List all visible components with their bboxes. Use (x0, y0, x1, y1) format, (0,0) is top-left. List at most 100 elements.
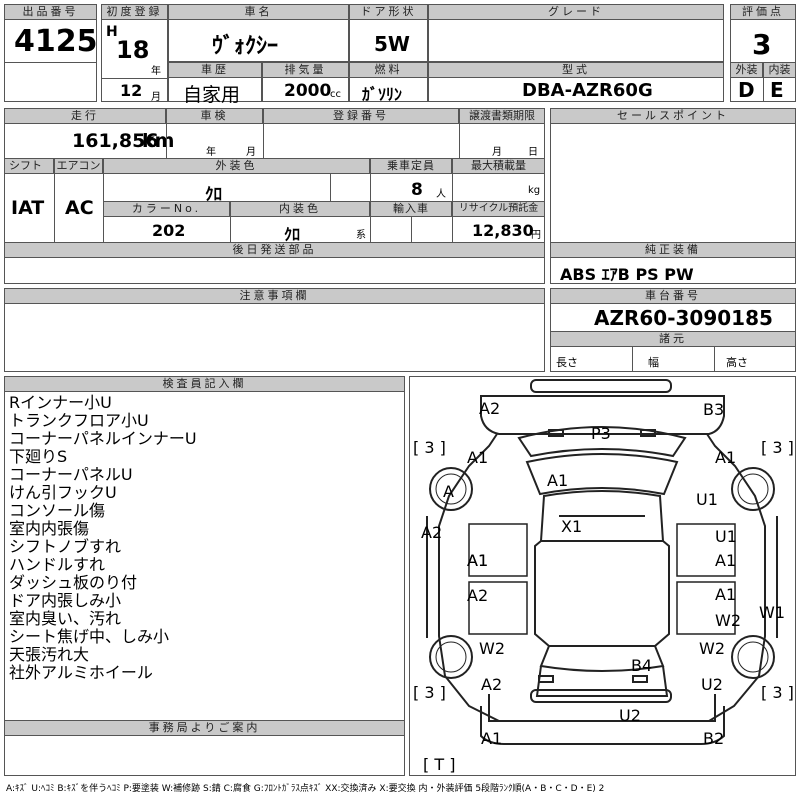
import-label: 輸入車 (370, 201, 452, 217)
divider (166, 108, 167, 158)
fuel-label: 燃料 (349, 62, 428, 78)
damage-label: U2 (701, 675, 723, 694)
tire-depth: [ 3 ] (761, 438, 794, 457)
equipment-value: ABS ｴｱB PS PW (560, 265, 694, 284)
damage-label: A2 (479, 399, 500, 418)
recycle-value: 12,830 (472, 221, 534, 240)
color-no-value: 202 (152, 221, 186, 240)
lot-label: 出品番号 (4, 4, 97, 20)
inspector-note: けん引フックU (9, 483, 117, 502)
transfer-day-unit: 日 (528, 147, 538, 158)
model-value: DBA-AZR60G (522, 80, 653, 101)
capacity-value: 8 (411, 180, 423, 200)
damage-label: A1 (481, 729, 502, 748)
damage-label: U2 (619, 706, 641, 725)
office-label: 事務局よりご案内 (4, 720, 405, 736)
inspector-label: 検査員記入欄 (4, 376, 405, 392)
recycle-unit: 円 (531, 230, 541, 241)
inspection-month-unit: 月 (246, 147, 256, 158)
displacement-label: 排気量 (262, 62, 349, 78)
damage-label: A (443, 482, 454, 501)
damage-label: A2 (467, 586, 488, 605)
damage-label: A1 (467, 448, 488, 467)
length-label: 長さ (556, 356, 578, 369)
lot-number: 4125 (14, 24, 98, 59)
color-no-label: カラーNo. (103, 201, 230, 217)
inspection-label: 車検 (166, 108, 263, 124)
inspector-note: 天張汚れ大 (9, 645, 90, 664)
divider (411, 217, 412, 242)
legend: A:ｷｽﾞ U:ﾍｺﾐ B:ｷｽﾞを伴うﾍｺﾐ P:要塗装 W:補修跡 S:錆 … (6, 784, 605, 794)
divider (54, 158, 55, 242)
history-value: 自家用 (183, 84, 241, 106)
transfer-label: 譲渡書類期限 (459, 108, 545, 124)
damage-label: A1 (715, 585, 736, 604)
height-label: 高さ (726, 356, 748, 369)
divider (763, 62, 764, 102)
inspector-note: ドア内張しみ小 (9, 591, 122, 610)
inspection-year-unit: 年 (206, 147, 216, 158)
damage-label: U1 (696, 490, 718, 509)
damage-label: A2 (421, 523, 442, 542)
mileage-unit: km (142, 130, 175, 152)
ext-score-label: 外装 (730, 62, 763, 78)
divider (330, 174, 331, 201)
damage-label: W1 (759, 603, 785, 622)
damage-label: W2 (699, 639, 725, 658)
divider (632, 347, 633, 372)
aircon-label: エアコン (54, 158, 103, 174)
inspector-note: シート焦げ中、しみ小 (9, 627, 170, 646)
damage-label: A1 (715, 448, 736, 467)
reg-year: 18 (116, 36, 150, 64)
divider (714, 347, 715, 372)
door-type: 5W (374, 32, 410, 56)
mileage-value: 161,856 (72, 130, 159, 152)
damage-label: B2 (703, 729, 724, 748)
max-load-label: 最大積載量 (452, 158, 545, 174)
trunk-mark: [ T ] (423, 755, 455, 774)
damage-label: P3 (591, 424, 611, 443)
aircon-value: AC (65, 197, 94, 219)
int-color-value: ｸﾛ (284, 225, 301, 244)
recycle-label: リサイクル預託金 (452, 201, 545, 217)
first-reg-box (101, 4, 168, 102)
tire-depth: [ 3 ] (761, 683, 794, 702)
damage-label: A1 (467, 551, 488, 570)
reg-no-label: 登録番号 (263, 108, 459, 124)
notes-label: 注意事項欄 (4, 288, 545, 304)
inspector-box (4, 376, 405, 776)
era: H (106, 24, 118, 40)
inspector-note: コンソール傷 (9, 501, 106, 520)
mileage-label: 走行 (4, 108, 166, 124)
specs-label: 諸元 (550, 331, 796, 347)
history-label: 車歴 (168, 62, 262, 78)
car-name-label: 車名 (168, 4, 349, 20)
sales-point-label: セールスポイント (550, 108, 796, 124)
ext-score: D (738, 78, 755, 102)
damage-label: X1 (561, 517, 582, 536)
inspector-note: コーナーパネルU (9, 465, 133, 484)
inspector-note: ダッシュ板のり付 (9, 573, 138, 592)
lot-box (4, 4, 97, 102)
later-parts-label: 後日発送部品 (4, 242, 545, 258)
damage-label: B4 (631, 656, 652, 675)
divider (230, 201, 231, 242)
damage-label: A1 (467, 551, 488, 570)
int-color-unit: 系 (356, 230, 366, 241)
ext-color-value: ｸﾛ (205, 185, 222, 205)
inspector-note: Rインナー小U (9, 393, 112, 412)
grade-label: グレード (428, 4, 724, 20)
shift-value: IAT (11, 197, 45, 219)
int-score-label: 内装 (763, 62, 796, 78)
score-value: 3 (752, 28, 772, 61)
year-unit: 年 (151, 66, 161, 77)
divider (101, 78, 168, 79)
shift-label: シフト (4, 158, 54, 174)
inspector-note: トランクフロア小U (9, 411, 149, 430)
transfer-month-unit: 月 (492, 147, 502, 158)
displacement-unit: cc (330, 89, 341, 100)
score-label: 評価点 (730, 4, 796, 20)
chassis-label: 車台番号 (550, 288, 796, 304)
